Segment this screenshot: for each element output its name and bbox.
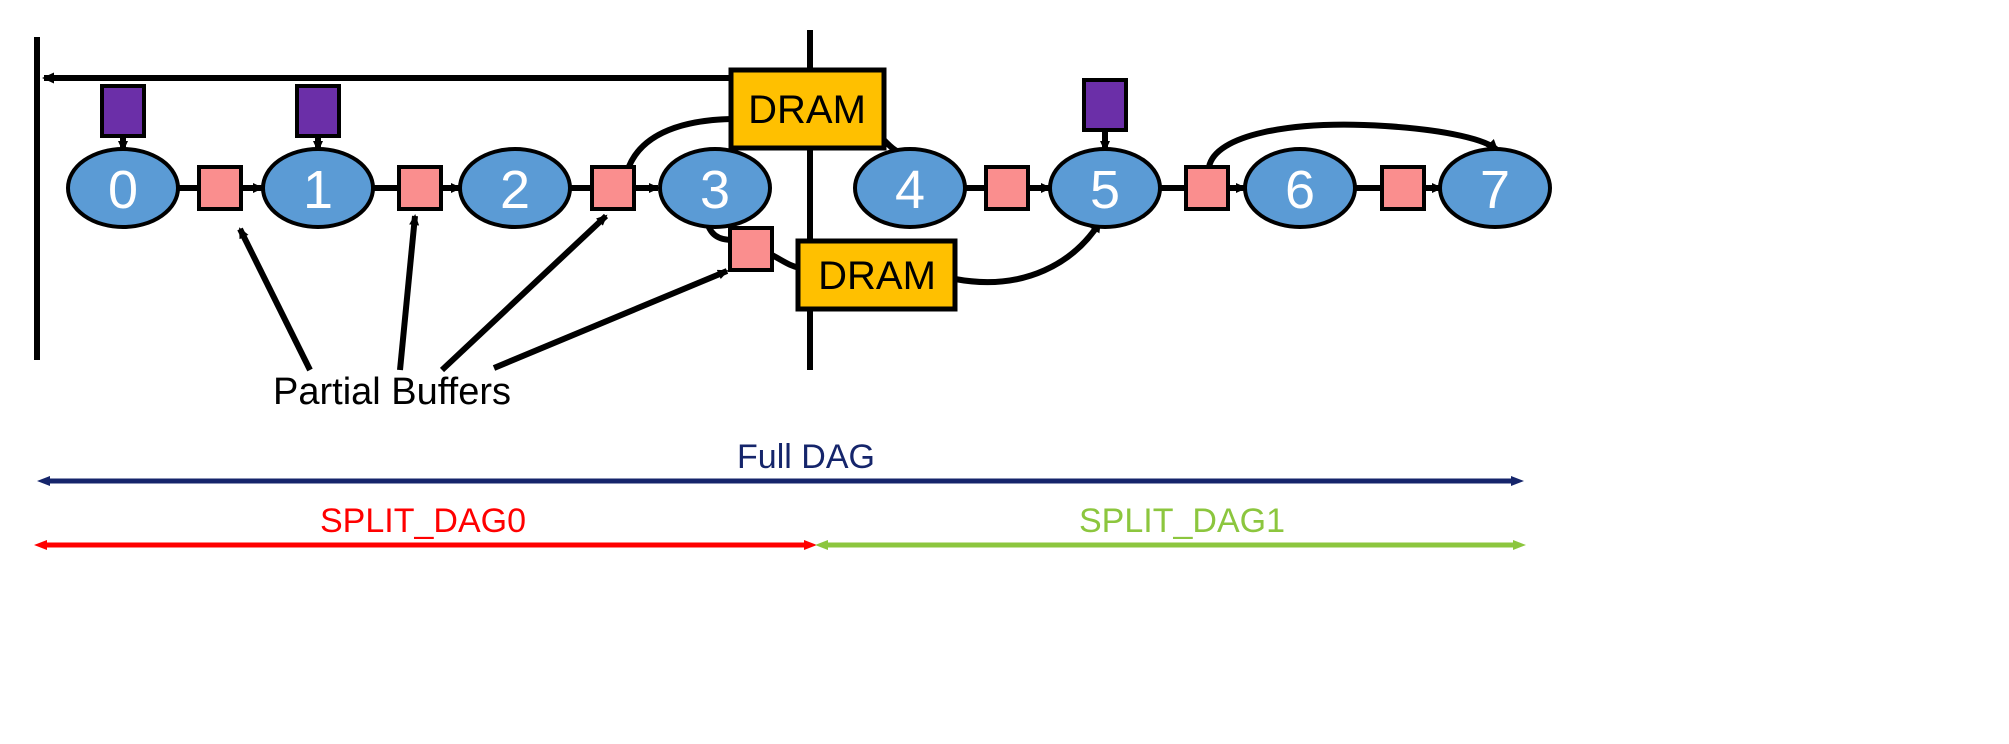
partial-buffer-blocks	[197, 165, 1426, 272]
dram-bottom[interactable]: DRAM	[795, 238, 958, 312]
weights-node-5[interactable]	[1082, 78, 1128, 152]
weights-node-5-box[interactable]	[1082, 78, 1128, 132]
node-4-label: 4	[895, 160, 925, 220]
node-6-label: 6	[1285, 160, 1315, 220]
node-3[interactable]: 3	[658, 147, 772, 229]
leader-to-buffer-3-dram	[492, 268, 729, 371]
dram-bottom-label: DRAM	[818, 254, 936, 298]
node-2-label: 2	[500, 160, 530, 220]
span-split-dag1: SPLIT_DAG1	[815, 502, 1526, 550]
node-6[interactable]: 6	[1243, 147, 1357, 229]
edge-buffer2to3-to-dram-top	[624, 116, 732, 174]
buffer-3-dram[interactable]	[728, 226, 774, 272]
leader-to-buffer-0-1	[237, 227, 313, 372]
node-1-shape[interactable]	[261, 147, 375, 229]
weights-node-0-box[interactable]	[100, 84, 146, 138]
weights-node-1-box[interactable]	[295, 84, 341, 138]
partial-buffer-leaders	[237, 213, 729, 373]
node-6-shape[interactable]	[1243, 147, 1357, 229]
node-4-shape[interactable]	[853, 147, 967, 229]
dram-top-box[interactable]	[728, 67, 887, 151]
span-split-dag1-label: SPLIT_DAG1	[1079, 502, 1285, 540]
weight-blocks	[100, 78, 1128, 152]
node-0[interactable]: 0	[66, 147, 180, 229]
edge-buffer5to6-to-node7	[1206, 121, 1500, 168]
buffer-5-6[interactable]	[1184, 165, 1230, 211]
node-7-label: 7	[1480, 160, 1510, 220]
dag-nodes: 0 1 2 3 4 5 6	[66, 147, 1552, 229]
buffer-4-5[interactable]	[984, 165, 1030, 211]
node-3-shape[interactable]	[658, 147, 772, 229]
node-3-label: 3	[700, 160, 730, 220]
weights-node-0[interactable]	[100, 84, 146, 152]
buffer-6-7[interactable]	[1380, 165, 1426, 211]
edge-dram-bottom-to-node5	[954, 220, 1103, 286]
node-0-shape[interactable]	[66, 147, 180, 229]
dram-top[interactable]: DRAM	[728, 67, 887, 151]
node-2[interactable]: 2	[458, 147, 572, 229]
span-split-dag0-label: SPLIT_DAG0	[320, 502, 526, 540]
dram-top-label: DRAM	[748, 88, 866, 132]
leader-to-buffer-1-2	[397, 214, 420, 371]
weights-node-1[interactable]	[295, 84, 341, 152]
node-7[interactable]: 7	[1438, 147, 1552, 229]
partial-buffers-label: Partial Buffers	[273, 371, 511, 413]
node-5[interactable]: 5	[1048, 147, 1162, 229]
node-7-shape[interactable]	[1438, 147, 1552, 229]
node-4[interactable]: 4	[853, 147, 967, 229]
leader-to-buffer-2-3	[439, 213, 609, 373]
buffer-1-2[interactable]	[397, 165, 443, 211]
span-full-dag: Full DAG	[37, 438, 1524, 486]
node-1-label: 1	[303, 160, 333, 220]
buffer-2-3[interactable]	[590, 165, 636, 211]
node-5-label: 5	[1090, 160, 1120, 220]
node-1[interactable]: 1	[261, 147, 375, 229]
span-split-dag0: SPLIT_DAG0	[34, 502, 817, 550]
dram-bottom-box[interactable]	[795, 238, 958, 312]
buffer-0-1[interactable]	[197, 165, 243, 211]
node-2-shape[interactable]	[458, 147, 572, 229]
node-0-label: 0	[108, 160, 138, 220]
node-5-shape[interactable]	[1048, 147, 1162, 229]
span-full-dag-label: Full DAG	[737, 438, 875, 476]
